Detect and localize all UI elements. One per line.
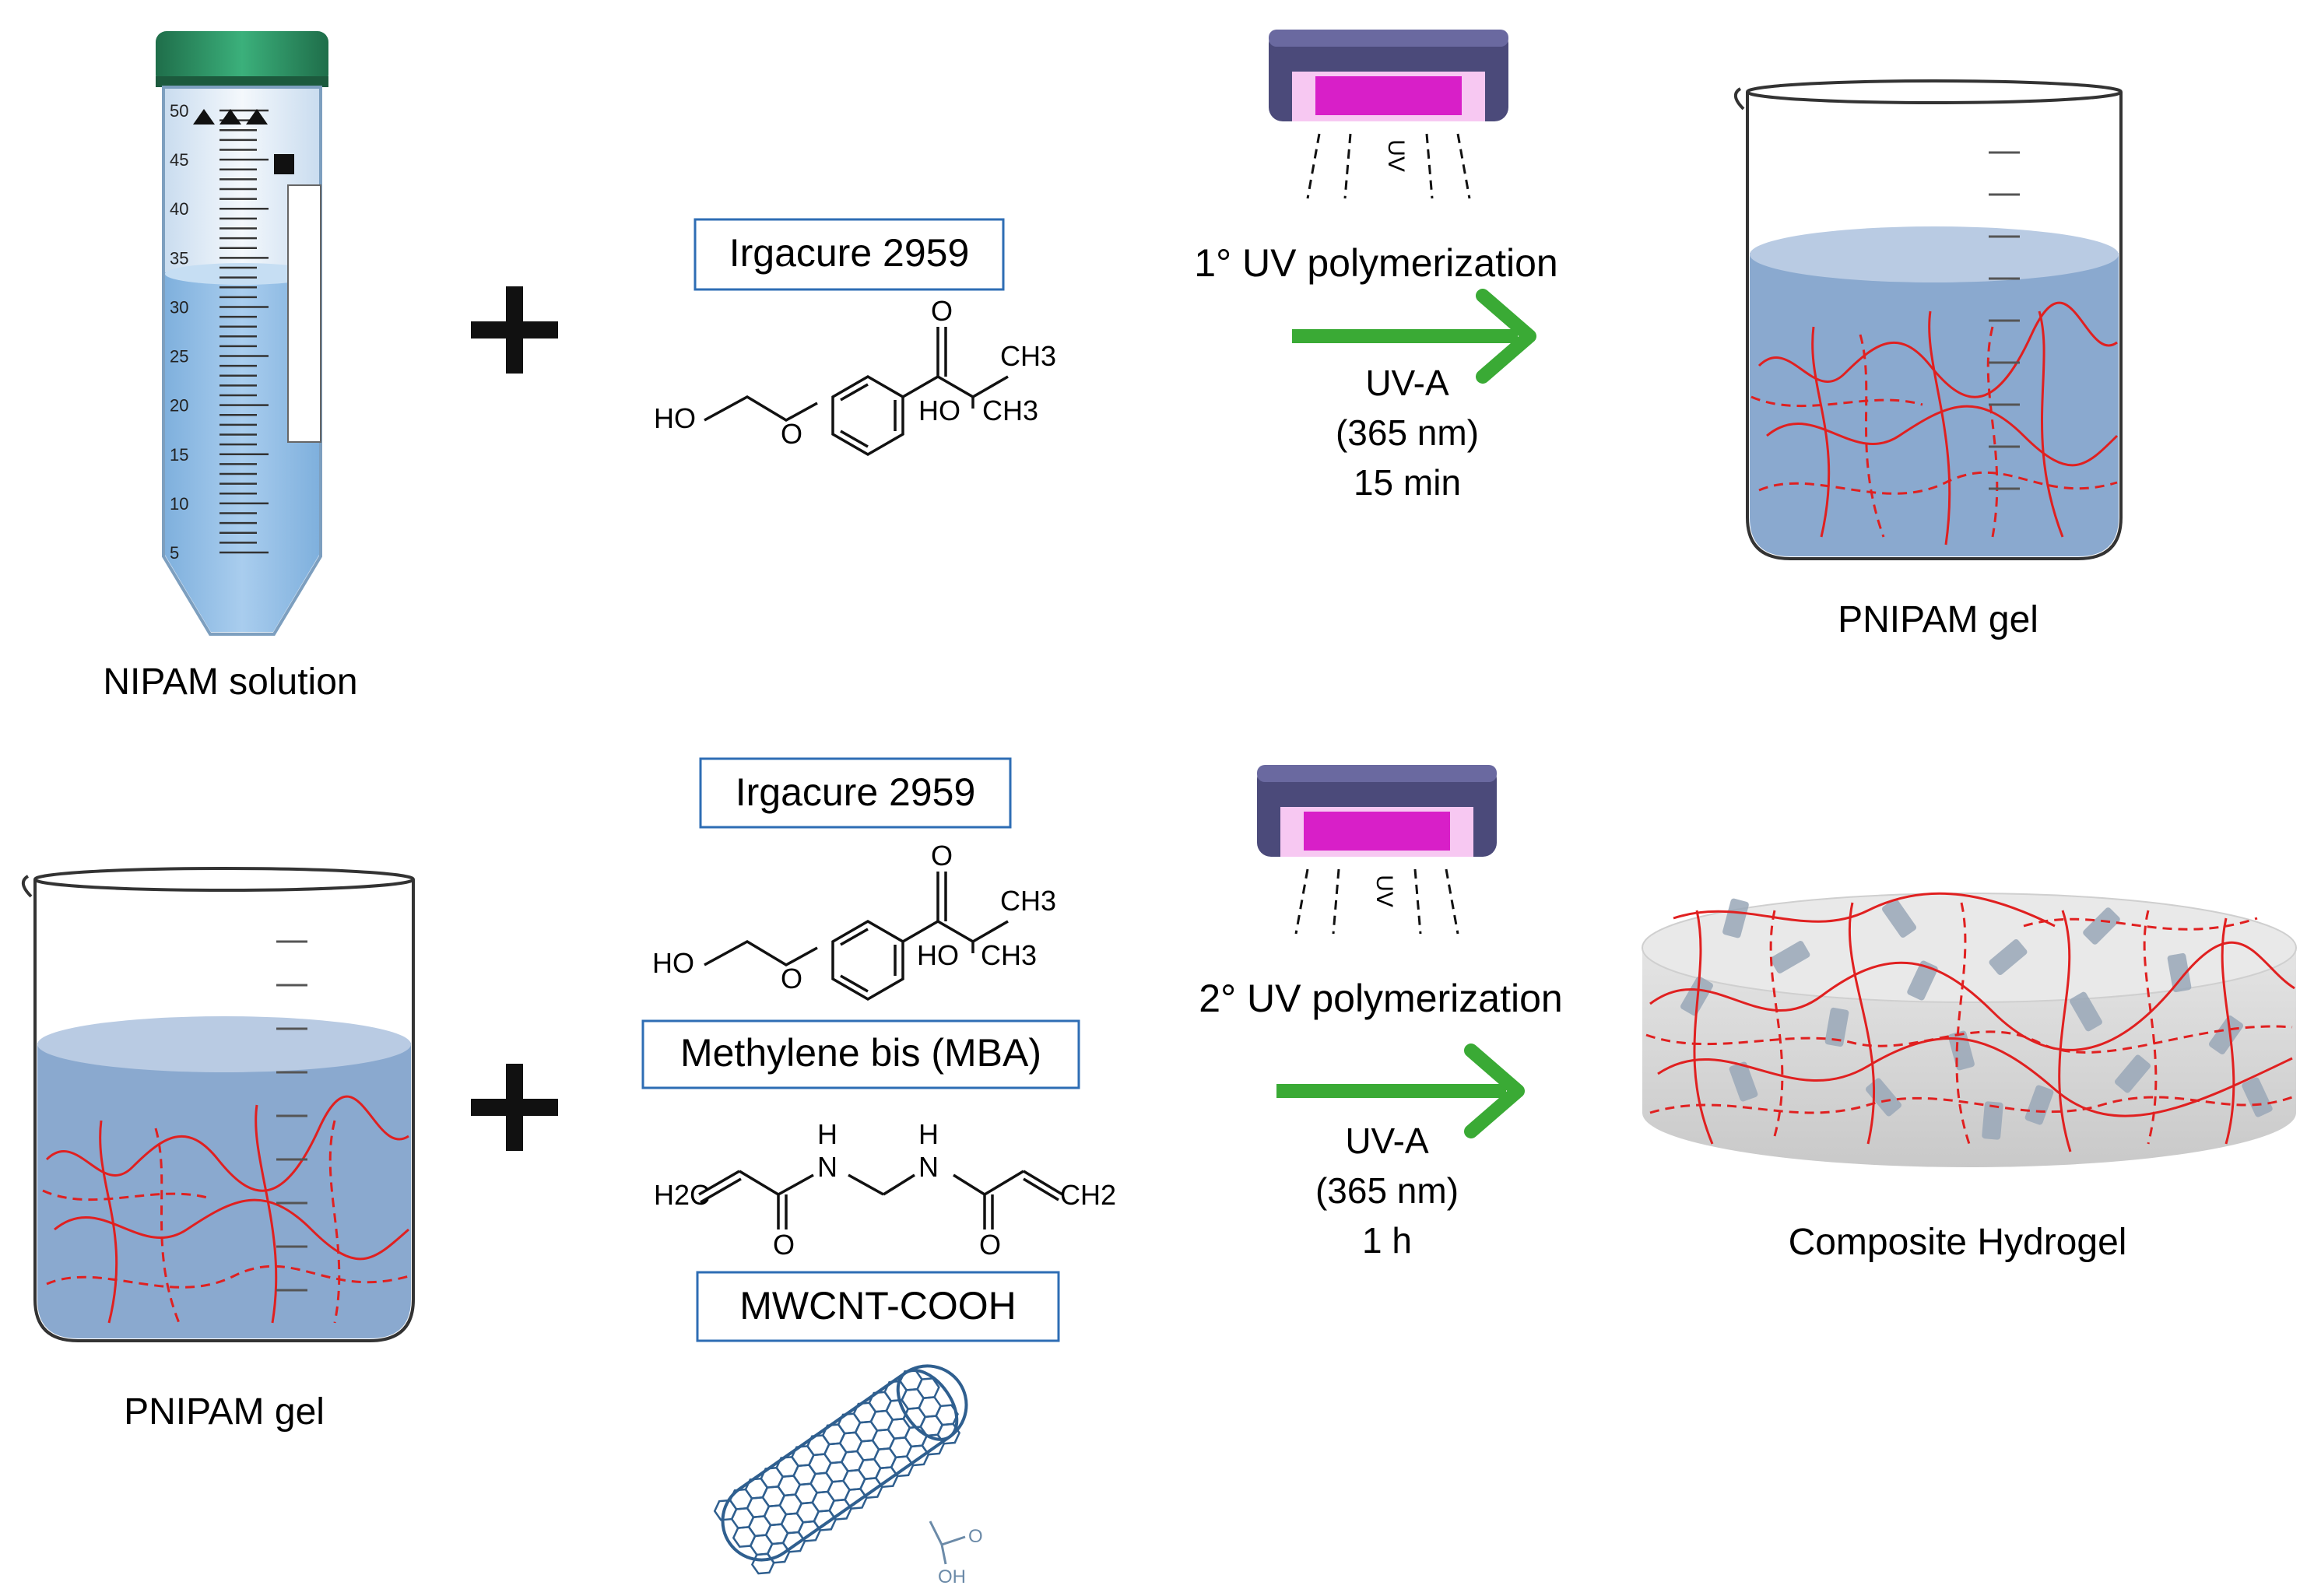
- chem-nh-1: H: [817, 1118, 837, 1150]
- tube-mark-label: 10: [170, 494, 188, 514]
- irgacure-box: Irgacure 2959: [729, 231, 970, 275]
- pnipam-gel-label-2: PNIPAM gel: [124, 1391, 325, 1433]
- cnt-fragment: [1907, 960, 1938, 1001]
- uv-lamp-1: UV: [1269, 30, 1508, 199]
- tube-mark-label: 35: [170, 248, 188, 268]
- nanotube-hex: [766, 1542, 791, 1564]
- cnt-fragment: [1881, 899, 1917, 938]
- tube-mark-label: 20: [170, 396, 188, 416]
- chem-ho-left: HO: [654, 402, 696, 434]
- cnt-fragment: [1824, 1007, 1849, 1047]
- cnt-fragment: [1982, 1101, 2003, 1140]
- cnt-fragment: [1770, 941, 1810, 973]
- cnt-fragment: [2115, 1054, 2151, 1093]
- chem-o: O: [781, 418, 802, 450]
- mba-box: Methylene bis (MBA): [680, 1031, 1041, 1075]
- composite-hydrogel-disk: [1642, 892, 2297, 1167]
- nipam-solution-label: NIPAM solution: [103, 661, 357, 703]
- uv-lamp-text: UV: [1383, 139, 1409, 172]
- mwcnt-box: MWCNT-COOH: [739, 1284, 1017, 1328]
- irgacure-structure: [704, 327, 1009, 457]
- cnt-fragment: [1722, 898, 1749, 938]
- tube-cap: [156, 31, 328, 86]
- pnipam-beaker-2: [22, 867, 415, 1342]
- chem-n-1: N: [817, 1151, 837, 1183]
- pnipam-beaker-1: [1734, 79, 2123, 560]
- cnt-fragment: [2070, 991, 2102, 1032]
- chem-o-carbonyl-2: O: [931, 840, 953, 872]
- cnt-fragment: [2208, 1015, 2244, 1054]
- step2-cond-2: 1 h: [1362, 1220, 1412, 1261]
- uv-lamp-text-2: UV: [1371, 875, 1397, 907]
- chem-ho-right: HO: [918, 395, 960, 426]
- cnt-fragment: [2167, 952, 2192, 993]
- chem-ho-left-2: HO: [652, 947, 694, 979]
- tube-mark-label: 25: [170, 347, 188, 367]
- arrow-icon: [1276, 1044, 1525, 1138]
- nanotube-hex: [750, 1552, 775, 1575]
- chem-cooh-oh: OH: [938, 1566, 966, 1587]
- chem-ch3-bot: CH3: [982, 395, 1038, 426]
- tube-mark-label: 30: [170, 297, 188, 317]
- cnt-fragment: [1989, 939, 2028, 975]
- step1-label: 1° UV polymerization: [1194, 241, 1557, 285]
- irgacure-box-border: [694, 218, 1005, 291]
- polymer-network: [42, 1095, 409, 1324]
- pnipam-gel-label-1: PNIPAM gel: [1838, 599, 2038, 640]
- nanotube-hex: [936, 1422, 961, 1445]
- nipam-tube: 50 45 40 35 30 25 20 15 10 5: [156, 31, 328, 636]
- chem-ho-right-2: HO: [917, 939, 959, 971]
- step1-cond-0: UV-A: [1365, 363, 1449, 403]
- cnt-fragment: [2024, 1085, 2054, 1125]
- tube-liquid: [165, 272, 319, 632]
- chem-h2c: H2C: [654, 1179, 710, 1211]
- chem-n-2: N: [918, 1151, 939, 1183]
- tube-mark-label: 15: [170, 445, 188, 465]
- nanotube-icon: [713, 1364, 968, 1575]
- chem-ch2: CH2: [1060, 1179, 1116, 1211]
- cnt-fragment: [2083, 907, 2120, 945]
- polymer-network: [1750, 301, 2119, 545]
- cnt-fragment: [2242, 1077, 2273, 1117]
- step2-cond-0: UV-A: [1345, 1121, 1429, 1161]
- step1-cond-1: (365 nm): [1336, 412, 1479, 453]
- mba-structure: [698, 1170, 1063, 1229]
- tube-mark-label: 5: [170, 543, 179, 563]
- step2-label: 2° UV polymerization: [1199, 977, 1562, 1020]
- chem-o-mba-1: O: [773, 1229, 795, 1261]
- tube-mark-label: 40: [170, 199, 188, 219]
- tube-mark-label: 45: [170, 150, 188, 170]
- irgacure-structure-2: [704, 872, 1009, 1001]
- chem-ch3-bot-2: CH3: [981, 939, 1037, 971]
- chem-cooh-o: O: [968, 1526, 983, 1547]
- step2-cond-1: (365 nm): [1315, 1170, 1459, 1211]
- chem-o-mba-2: O: [979, 1229, 1001, 1261]
- irgacure-box-2: Irgacure 2959: [736, 770, 976, 814]
- cnt-fragment: [1729, 1061, 1758, 1102]
- arrow-icon: [1292, 289, 1536, 384]
- chem-nh-2: H: [918, 1118, 939, 1150]
- chem-ch3-top-2: CH3: [1000, 885, 1056, 917]
- polymer-network: [1645, 892, 2295, 1152]
- composite-hydrogel-label: Composite Hydrogel: [1789, 1222, 2127, 1263]
- chem-ch3-top: CH3: [1000, 340, 1056, 372]
- step1-cond-2: 15 min: [1354, 462, 1461, 503]
- plus-icon: [471, 1064, 558, 1151]
- tube-mark-label: 50: [170, 101, 188, 121]
- chem-o-2: O: [781, 963, 802, 994]
- uv-lamp-2: UV: [1257, 765, 1497, 935]
- chem-o-carbonyl: O: [931, 295, 953, 327]
- plus-icon: [471, 286, 558, 374]
